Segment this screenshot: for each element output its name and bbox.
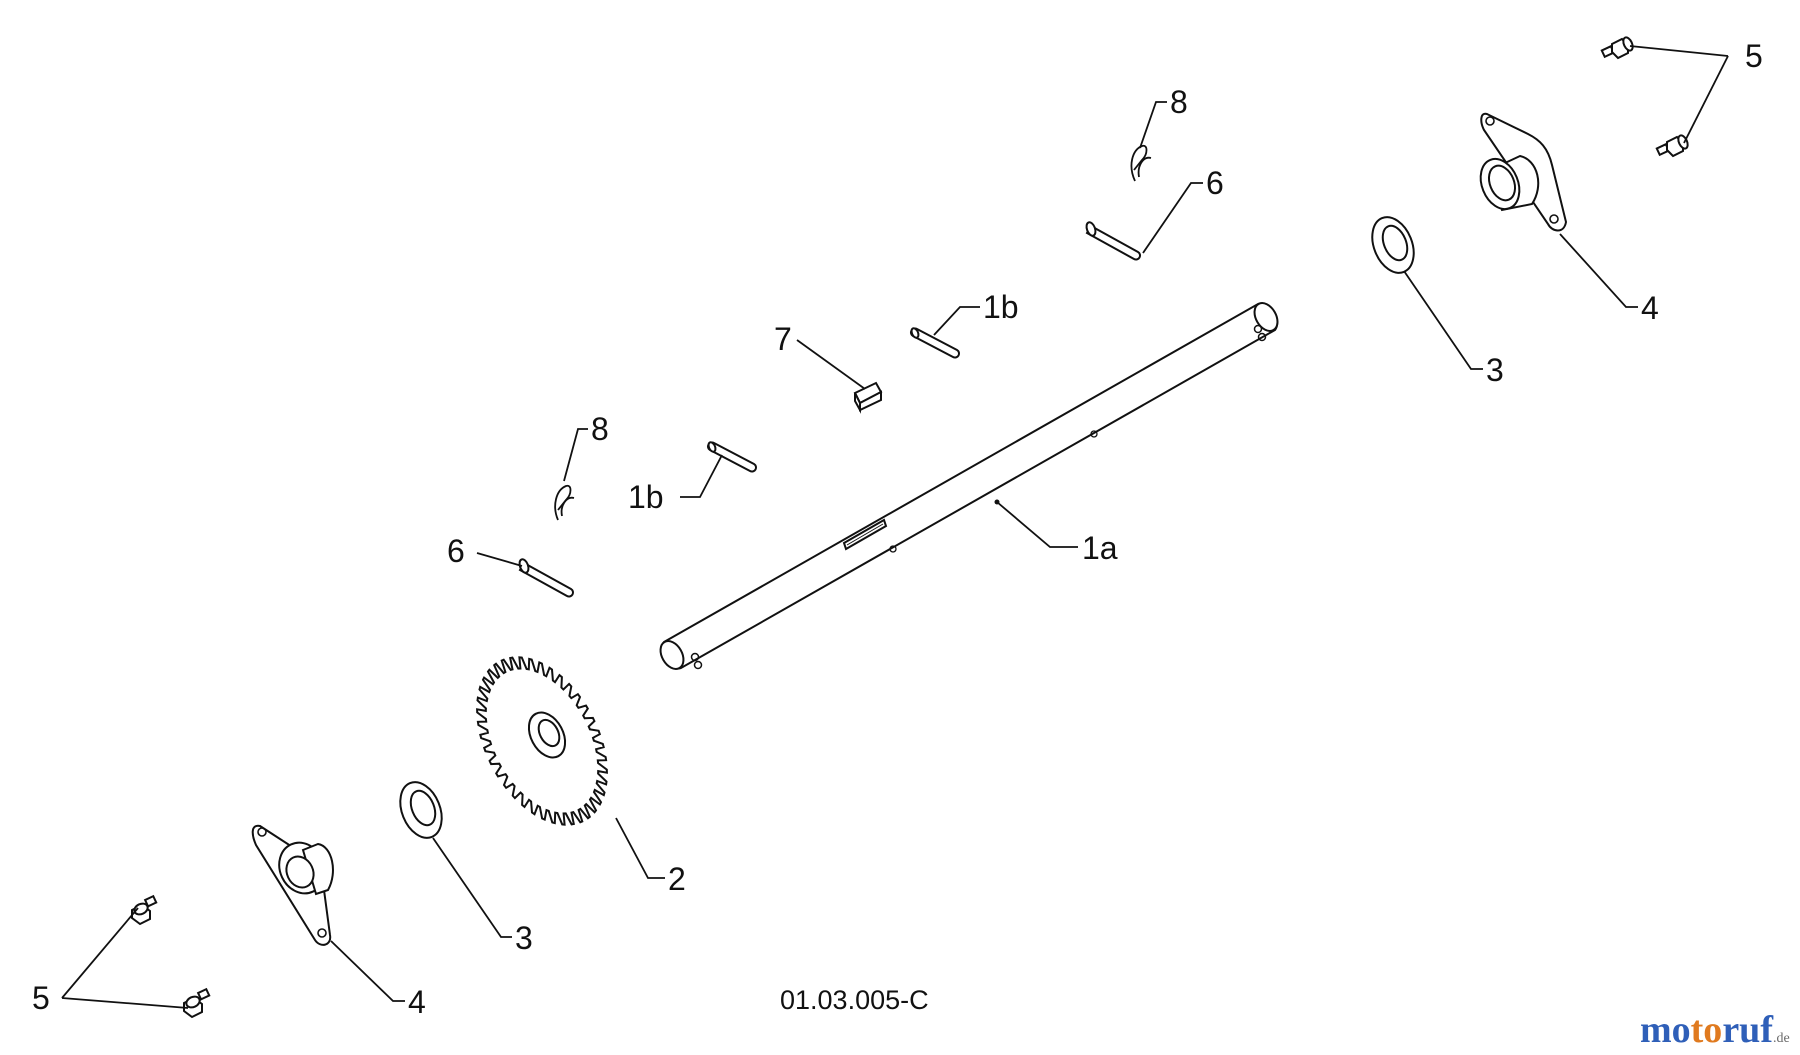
roll-pin-lower — [707, 441, 757, 473]
screw-top-b — [1655, 134, 1689, 158]
site-watermark: motoruf.de — [1640, 1008, 1790, 1052]
spacer-washer-right — [1371, 216, 1415, 274]
drawing-code: 01.03.005-C — [780, 985, 929, 1015]
screw-top-a — [1600, 36, 1634, 60]
callout-1a: 1a — [1082, 530, 1118, 566]
callout-2: 2 — [668, 861, 686, 897]
callout-8-left: 8 — [591, 411, 609, 447]
callout-3-right: 3 — [1486, 352, 1504, 388]
watermark-part-b: to — [1690, 1009, 1723, 1051]
watermark-tld: .de — [1772, 1031, 1790, 1046]
callout-4-left: 4 — [408, 984, 426, 1020]
callout-1b-upper: 1b — [983, 289, 1019, 325]
watermark-part-a: mo — [1640, 1009, 1691, 1051]
callout-4-right: 4 — [1641, 290, 1659, 326]
callout-3-left: 3 — [515, 920, 533, 956]
clevis-pin-right — [1085, 221, 1141, 261]
key — [853, 381, 883, 414]
watermark-part-c: ruf — [1722, 1009, 1773, 1051]
callout-6-right: 6 — [1206, 165, 1224, 201]
clevis-pin-left — [518, 558, 574, 598]
hairpin-clip-left — [554, 484, 575, 521]
callout-7: 7 — [774, 321, 792, 357]
callout-8-right: 8 — [1170, 84, 1188, 120]
callout-1b-lower: 1b — [628, 479, 664, 515]
screw-bottom-b — [183, 987, 211, 1019]
callout-5-left: 5 — [32, 980, 50, 1016]
sprocket — [476, 656, 608, 826]
spacer-washer-left — [399, 781, 443, 839]
flange-bearing-right — [1479, 112, 1568, 232]
flange-bearing-left — [251, 824, 334, 946]
callout-labels: 1a 1b 1b 7 8 8 6 6 2 3 3 4 4 5 5 — [32, 38, 1763, 1020]
axle-shaft — [659, 302, 1279, 670]
leader-lines — [61, 45, 1729, 1009]
callout-5-right: 5 — [1745, 38, 1763, 74]
roll-pin-upper — [910, 327, 960, 359]
hairpin-clip-right — [1130, 144, 1152, 182]
callout-6-left: 6 — [447, 533, 465, 569]
